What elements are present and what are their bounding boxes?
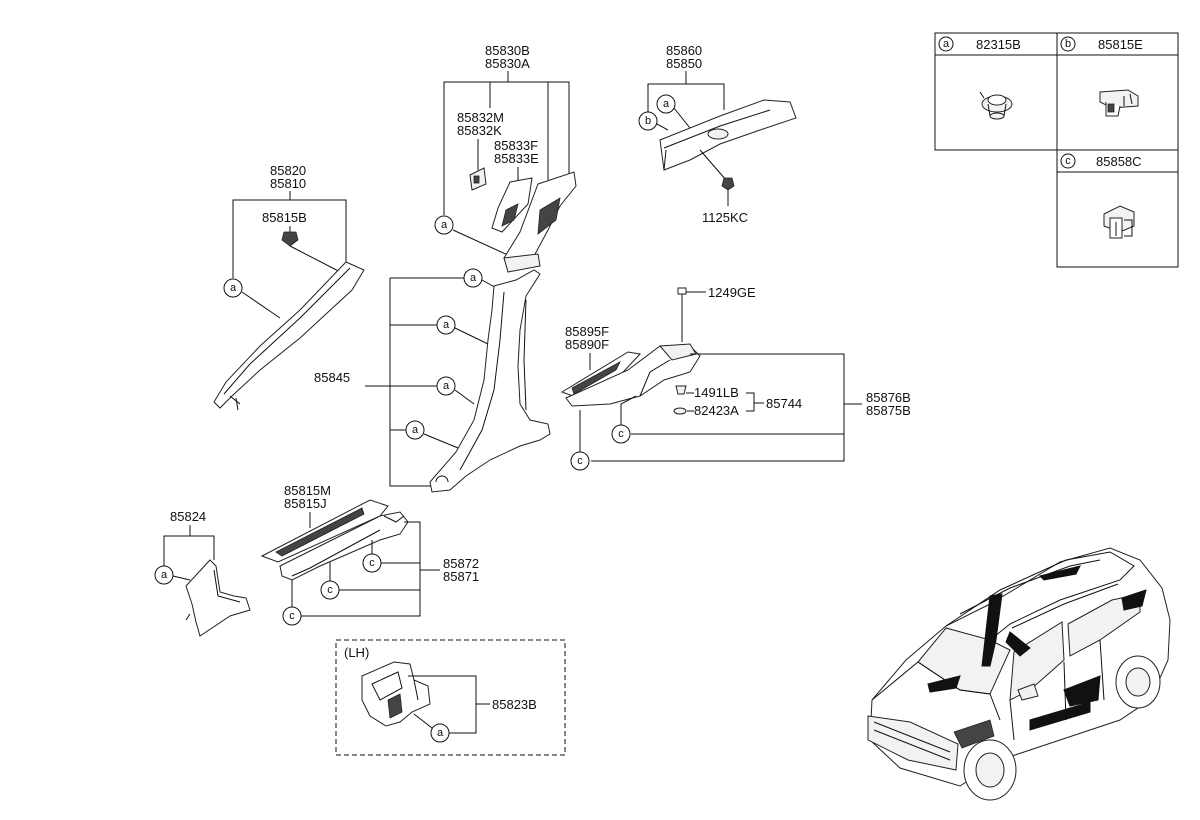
screw-1125KC-icon — [699, 149, 735, 191]
marker-a-85823B: a — [437, 727, 444, 739]
label-85815J: 85815J — [284, 496, 327, 511]
part-group-85823B-lh[interactable]: (LH) 85823B a — [335, 639, 566, 756]
legend-marker-b: b — [1065, 38, 1071, 50]
label-85860: 85860 — [666, 43, 702, 58]
label-85876B: 85876B — [866, 390, 911, 405]
clip-1491LB-icon — [675, 385, 687, 395]
marker-a-85830: a — [441, 219, 448, 231]
label-1125KC: 1125KC — [702, 210, 748, 225]
part-group-85860[interactable]: 85860 85850 a b 1125KC — [638, 43, 797, 225]
marker-c-85876-2: c — [577, 455, 583, 467]
marker-a-85824: a — [161, 569, 168, 581]
marker-a-85845-2: a — [443, 319, 450, 331]
legend-part-85858C: 85858C — [1096, 154, 1142, 169]
marker-a-85845-1: a — [470, 272, 477, 284]
marker-c-85872-1: c — [369, 557, 375, 569]
label-85820: 85820 — [270, 163, 306, 178]
label-85823B: 85823B — [492, 697, 537, 712]
label-1249GE: 1249GE — [708, 285, 756, 300]
marker-c-85872-2: c — [327, 584, 333, 596]
vehicle-locator-illustration — [867, 547, 1171, 801]
legend-cell-c[interactable]: c 85858C — [1060, 153, 1142, 239]
label-85850: 85850 — [666, 56, 702, 71]
label-85815B: 85815B — [262, 210, 307, 225]
screw-1249GE-icon — [677, 287, 687, 342]
legend-part-85815E: 85815E — [1098, 37, 1143, 52]
label-85744: 85744 — [766, 396, 802, 411]
legend-table: a 82315B b 85815E c — [934, 32, 1179, 268]
label-85871: 85871 — [443, 569, 479, 584]
part-group-85820[interactable]: 85820 85810 85815B a — [213, 163, 365, 411]
legend-cell-b[interactable]: b 85815E — [1060, 36, 1143, 117]
part-group-85824[interactable]: 85824 a — [154, 509, 251, 637]
label-85830B: 85830B — [485, 43, 530, 58]
label-85832K: 85832K — [457, 123, 502, 138]
sill-trim-rear — [565, 345, 701, 407]
marker-c-85872-3: c — [289, 610, 295, 622]
legend-cell-a[interactable]: a 82315B — [938, 36, 1021, 120]
cover-85833-icon — [491, 177, 533, 233]
a-pillar-trim — [213, 261, 365, 409]
marker-b-85860: b — [645, 115, 651, 127]
clip-85815B-icon — [281, 231, 349, 277]
clip-85858C-icon — [1103, 205, 1135, 239]
part-group-85876[interactable]: 1249GE 85895F 85890F 1491LB 82423A 85744… — [560, 285, 911, 471]
kick-panel-trim — [185, 559, 251, 637]
bracket-85823B — [361, 661, 431, 727]
label-82423A: 82423A — [694, 403, 739, 418]
part-group-85872[interactable]: 85815M 85815J 85872 85871 c c c — [260, 483, 479, 626]
marker-a-85845-4: a — [412, 424, 419, 436]
washer-82423A-icon — [673, 407, 687, 415]
label-85833F: 85833F — [494, 138, 538, 153]
label-85832M: 85832M — [457, 110, 504, 125]
marker-c-85876-1: c — [618, 428, 624, 440]
label-85830A: 85830A — [485, 56, 530, 71]
label-85810: 85810 — [270, 176, 306, 191]
clip-85815E-icon — [1099, 89, 1139, 117]
label-85833E: 85833E — [494, 151, 539, 166]
label-85872: 85872 — [443, 556, 479, 571]
label-85845: 85845 — [314, 370, 350, 385]
label-85824: 85824 — [170, 509, 206, 524]
clip-82315B-icon — [979, 91, 1013, 120]
marker-a-85845-3: a — [443, 380, 450, 392]
lh-label: (LH) — [344, 645, 369, 660]
front-sill-trim — [279, 511, 409, 581]
b-pillar-lower-trim — [429, 269, 551, 493]
legend-part-82315B: 82315B — [976, 37, 1021, 52]
marker-a-85860: a — [663, 98, 670, 110]
label-85815M: 85815M — [284, 483, 331, 498]
legend-marker-c: c — [1065, 155, 1071, 167]
part-group-85845[interactable]: 85845 a a a a — [314, 268, 551, 493]
label-85890F: 85890F — [565, 337, 609, 352]
label-1491LB: 1491LB — [694, 385, 739, 400]
label-85895F: 85895F — [565, 324, 609, 339]
cover-85832-icon — [469, 167, 487, 191]
marker-a-85820: a — [230, 282, 237, 294]
part-group-85830[interactable]: 85830B 85830A 85832M 85832K 85833F 85833… — [434, 43, 577, 273]
legend-marker-a: a — [943, 38, 950, 50]
label-85875B: 85875B — [866, 403, 911, 418]
